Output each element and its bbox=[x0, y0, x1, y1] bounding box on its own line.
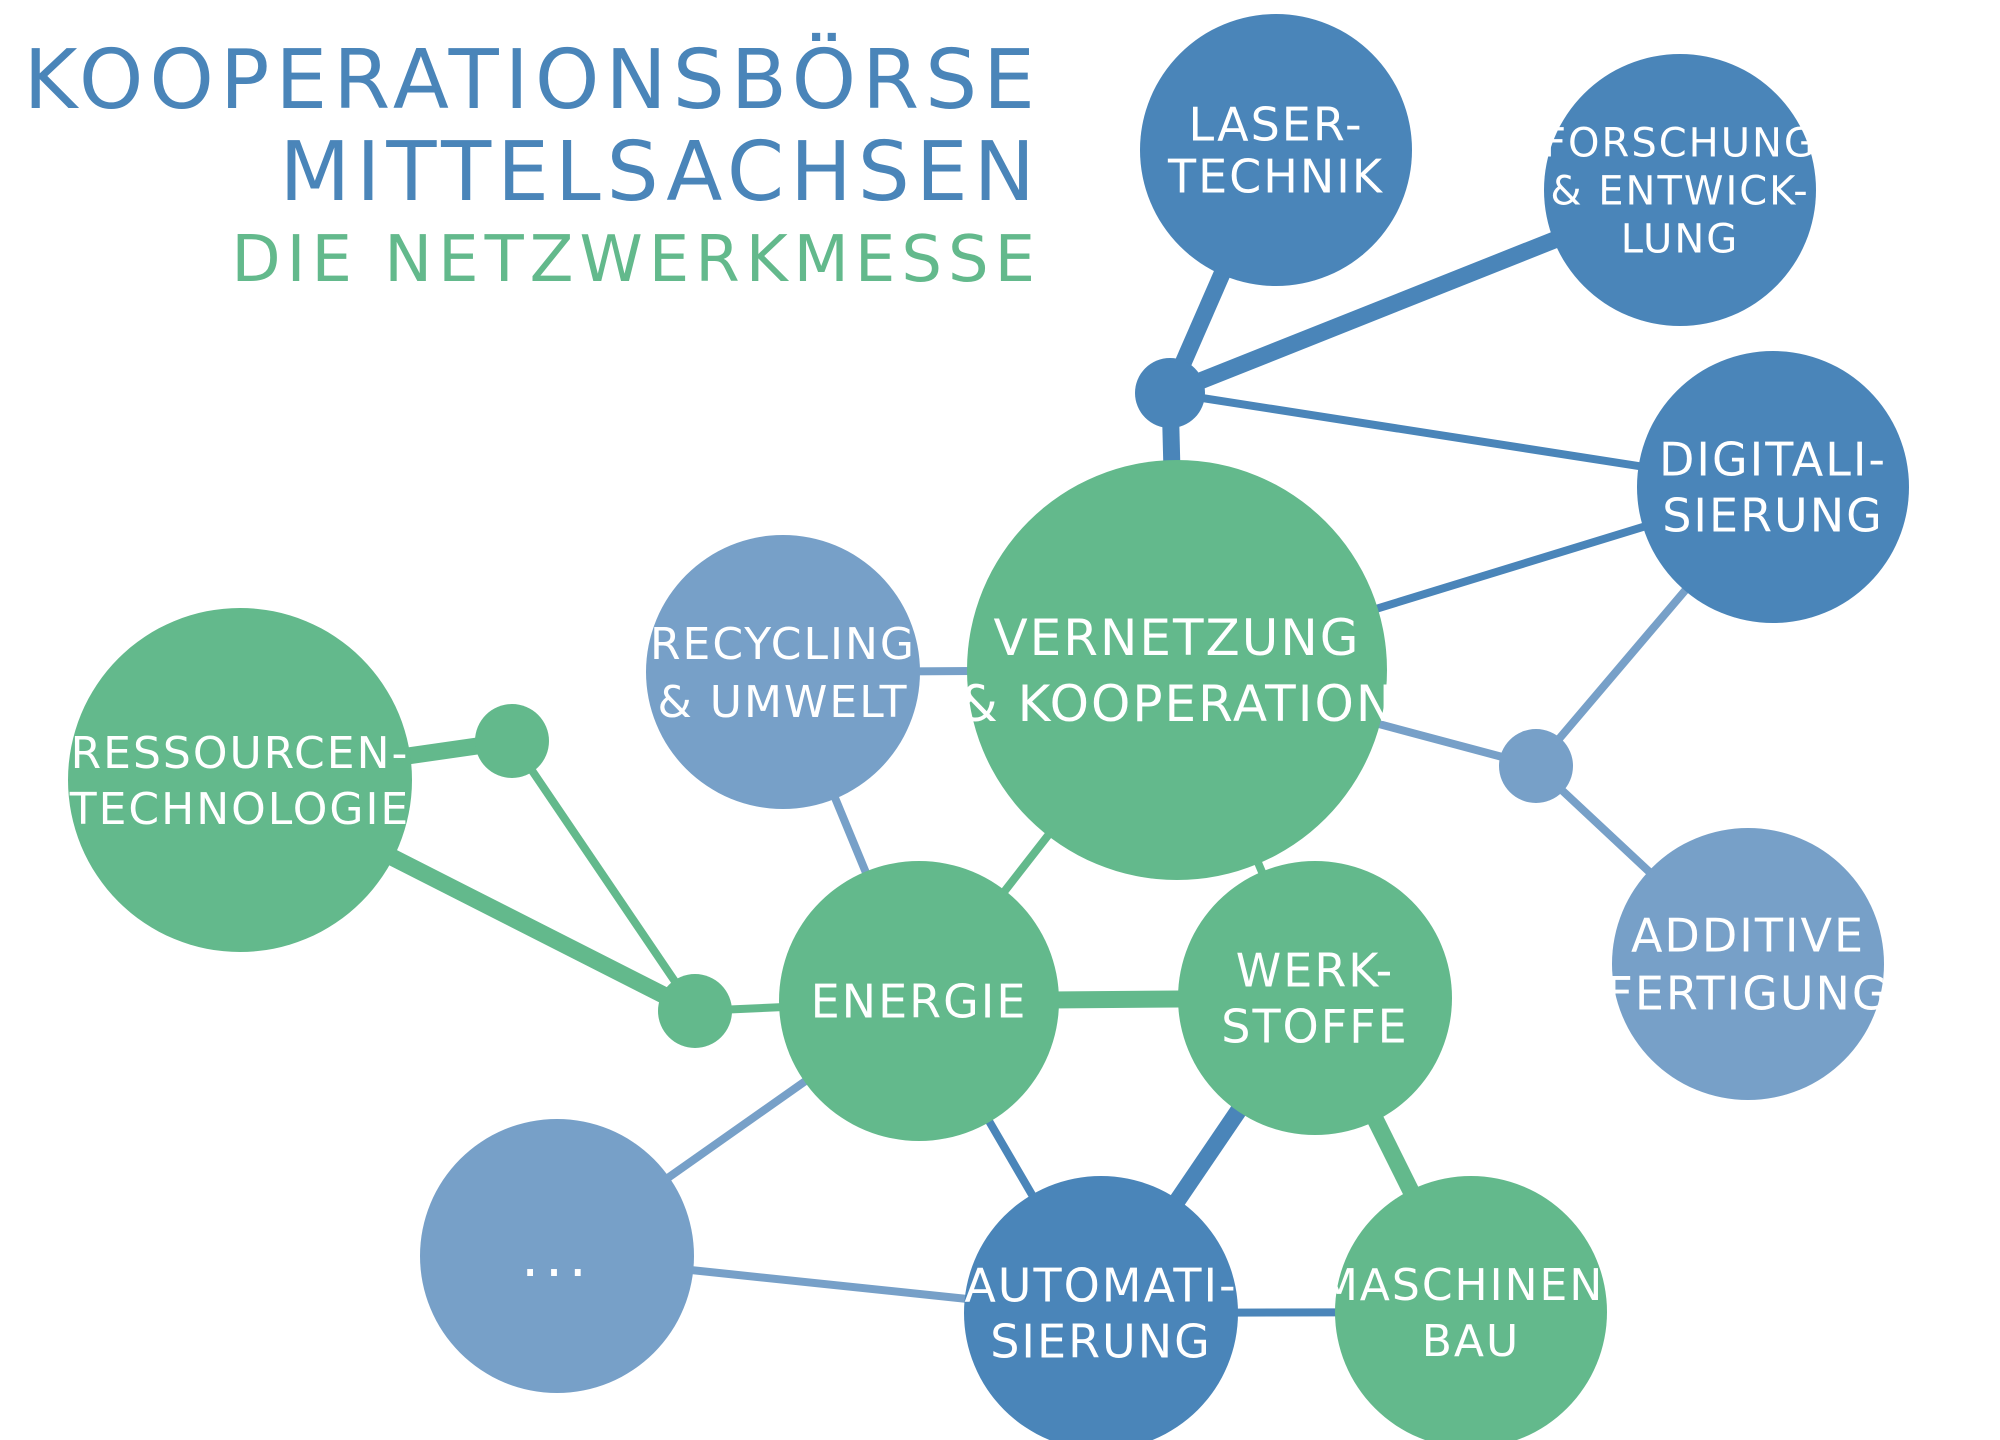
node-circle-vernetzung bbox=[967, 460, 1387, 880]
subtitle: DIE NETZWERKMESSE bbox=[231, 223, 1041, 297]
node-vernetzung: VERNETZUNG & KOOPERATION bbox=[959, 460, 1395, 880]
node-werkstoffe: WERK-STOFFE bbox=[1178, 861, 1452, 1135]
node-label-recycling-0: RECYCLING bbox=[650, 619, 916, 670]
node-label-automatisierung-1: SIERUNG bbox=[990, 1315, 1212, 1369]
node-label-vernetzung-1: & KOOPERATION bbox=[959, 675, 1395, 733]
node-circle-ressourcen bbox=[68, 608, 412, 952]
node-forschung: FORSCHUNG& ENTWICK-LUNG bbox=[1543, 54, 1817, 326]
node-label-lasertechnik-0: LASER- bbox=[1188, 98, 1363, 152]
node-label-forschung-2: LUNG bbox=[1621, 216, 1740, 262]
node-label-vernetzung-0: VERNETZUNG bbox=[993, 609, 1360, 667]
node-more: ... bbox=[420, 1119, 694, 1393]
junction-j_left_top bbox=[475, 704, 549, 778]
node-label-maschinenbau-0: MASCHINEN- bbox=[1320, 1260, 1622, 1311]
junctions-layer bbox=[475, 358, 1573, 1048]
node-circle-digitalisierung bbox=[1637, 351, 1909, 623]
node-label-recycling-1: & UMWELT bbox=[657, 677, 908, 728]
node-recycling: RECYCLING & UMWELT bbox=[646, 535, 920, 809]
node-label-ressourcen-1: TECHNOLOGIE bbox=[69, 784, 410, 835]
title-line-2: MITTELSACHSEN bbox=[279, 125, 1041, 220]
node-automatisierung: AUTOMATI-SIERUNG bbox=[964, 1176, 1238, 1440]
node-circle-energie bbox=[779, 861, 1059, 1141]
node-label-energie-0: ENERGIE bbox=[811, 975, 1028, 1029]
title-line-1: KOOPERATIONSBÖRSE bbox=[23, 33, 1041, 128]
node-maschinenbau: MASCHINEN-BAU bbox=[1320, 1176, 1622, 1440]
node-circle-more bbox=[420, 1119, 694, 1393]
node-circle-maschinenbau bbox=[1335, 1176, 1607, 1440]
node-label-werkstoffe-0: WERK- bbox=[1236, 944, 1394, 998]
node-label-digitalisierung-0: DIGITALI- bbox=[1659, 433, 1887, 487]
junction-j_right bbox=[1499, 729, 1573, 803]
node-digitalisierung: DIGITALI-SIERUNG bbox=[1637, 351, 1909, 623]
title-block: KOOPERATIONSBÖRSE MITTELSACHSEN DIE NETZ… bbox=[23, 33, 1041, 297]
junction-j_left_bottom bbox=[658, 974, 732, 1048]
node-circle-lasertechnik bbox=[1140, 14, 1412, 286]
node-label-werkstoffe-1: STOFFE bbox=[1221, 1000, 1409, 1054]
edge-j_left_top-j_left_bottom bbox=[508, 738, 699, 1014]
node-label-forschung-0: FORSCHUNG bbox=[1543, 120, 1817, 166]
node-label-maschinenbau-1: BAU bbox=[1422, 1316, 1521, 1367]
node-circle-werkstoffe bbox=[1178, 861, 1452, 1135]
node-lasertechnik: LASER-TECHNIK bbox=[1140, 14, 1412, 286]
node-label-ressourcen-0: RESSOURCEN- bbox=[71, 728, 410, 779]
node-label-digitalisierung-1: SIERUNG bbox=[1662, 489, 1884, 543]
node-circle-forschung bbox=[1544, 54, 1816, 326]
node-label-automatisierung-0: AUTOMATI- bbox=[964, 1259, 1237, 1313]
node-label-additive-0: ADDITIVE bbox=[1631, 909, 1865, 963]
node-ressourcen: RESSOURCEN-TECHNOLOGIE bbox=[68, 608, 412, 952]
junction-j_top bbox=[1135, 358, 1205, 428]
node-circle-recycling bbox=[646, 535, 920, 809]
node-label-more-0: ... bbox=[521, 1225, 592, 1290]
node-energie: ENERGIE bbox=[779, 861, 1059, 1141]
node-circle-automatisierung bbox=[964, 1176, 1238, 1440]
node-label-forschung-1: & ENTWICK- bbox=[1550, 168, 1809, 214]
node-circle-additive bbox=[1612, 828, 1884, 1100]
node-label-additive-1: FERTIGUNG bbox=[1606, 967, 1889, 1021]
node-label-lasertechnik-1: TECHNIK bbox=[1167, 150, 1384, 204]
